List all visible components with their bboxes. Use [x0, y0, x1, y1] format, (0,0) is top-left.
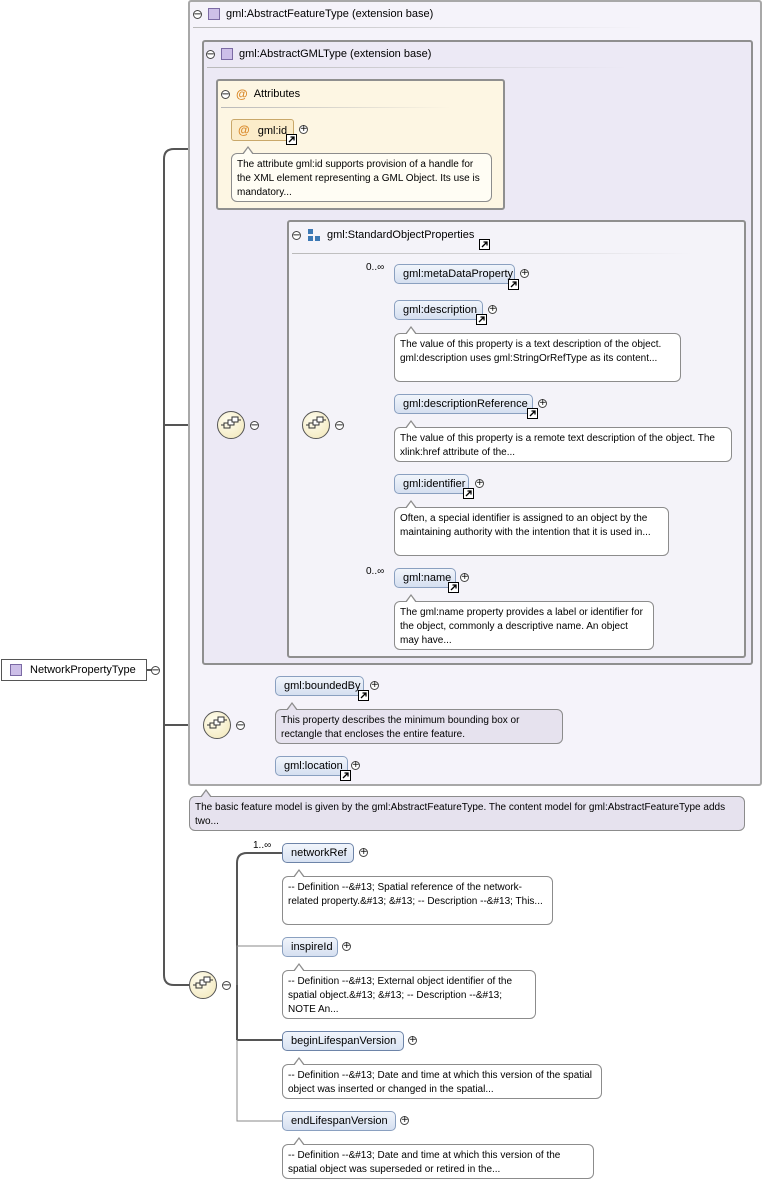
- sequence-collapse-icon[interactable]: −: [335, 420, 344, 431]
- identifier-element[interactable]: gml:identifier: [394, 474, 469, 494]
- feature-collapse-icon[interactable]: −: [193, 8, 202, 20]
- description-element[interactable]: gml:description: [394, 300, 483, 320]
- reference-arrow-icon[interactable]: [508, 279, 519, 290]
- attribute-icon: @: [238, 123, 250, 137]
- standard-object-properties-header: − gml:StandardObjectProperties: [292, 228, 474, 242]
- begin-lifespan-version-element[interactable]: beginLifespanVersion: [282, 1031, 404, 1051]
- abstract-feature-header: − gml:AbstractFeatureType (extension bas…: [193, 8, 433, 20]
- root-collapse-icon[interactable]: −: [151, 665, 160, 676]
- std-panel-title: gml:StandardObjectProperties: [327, 229, 475, 241]
- expand-icon[interactable]: +: [370, 680, 379, 690]
- name-element[interactable]: gml:name: [394, 568, 456, 588]
- group-icon: [308, 229, 320, 241]
- sequence-compositor-icon[interactable]: [203, 711, 231, 739]
- begin-lifespan-version-documentation: -- Definition --&#13; Date and time at w…: [282, 1057, 602, 1099]
- gml-id-label: gml:id: [257, 125, 288, 137]
- cardinality-label: 0..∞: [366, 566, 385, 577]
- expand-icon[interactable]: +: [359, 847, 368, 857]
- reference-arrow-icon[interactable]: [527, 408, 538, 419]
- reference-arrow-icon[interactable]: [286, 134, 297, 145]
- expand-icon[interactable]: +: [460, 572, 469, 582]
- gml-header-divider: [207, 67, 627, 68]
- gml-collapse-icon[interactable]: −: [206, 48, 215, 60]
- std-collapse-icon[interactable]: −: [292, 229, 301, 241]
- feature-panel-title: gml:AbstractFeatureType (extension base): [226, 8, 434, 20]
- expand-icon[interactable]: +: [408, 1035, 417, 1045]
- identifier-documentation: Often, a special identifier is assigned …: [394, 500, 669, 556]
- bounded-by-element[interactable]: gml:boundedBy: [275, 676, 364, 696]
- gml-type-icon: [221, 48, 233, 60]
- root-element-box[interactable]: NetworkPropertyType: [1, 659, 147, 681]
- attribute-group-icon: @: [236, 87, 248, 101]
- sequence-collapse-icon[interactable]: −: [236, 720, 245, 731]
- feature-type-icon: [208, 8, 220, 20]
- bounded-by-documentation: This property describes the minimum boun…: [275, 702, 563, 744]
- abstract-feature-documentation: The basic feature model is given by the …: [189, 789, 745, 831]
- cardinality-label: 0..∞: [366, 262, 385, 273]
- expand-icon[interactable]: +: [475, 478, 484, 488]
- reference-arrow-icon[interactable]: [358, 690, 369, 701]
- expand-icon[interactable]: +: [400, 1115, 409, 1125]
- reference-arrow-icon[interactable]: [340, 770, 351, 781]
- name-documentation: The gml:name property provides a label o…: [394, 594, 654, 650]
- attributes-header-divider: [221, 107, 451, 108]
- complex-type-icon: [10, 664, 22, 676]
- expand-icon[interactable]: +: [342, 941, 351, 951]
- gml-panel-title: gml:AbstractGMLType (extension base): [239, 48, 432, 60]
- end-lifespan-version-documentation: -- Definition --&#13; Date and time at w…: [282, 1137, 594, 1179]
- network-ref-documentation: -- Definition --&#13; Spatial reference …: [282, 869, 553, 925]
- sequence-compositor-icon[interactable]: [189, 971, 217, 999]
- root-element-label: NetworkPropertyType: [30, 664, 136, 676]
- expand-icon[interactable]: +: [538, 398, 547, 408]
- end-lifespan-version-element[interactable]: endLifespanVersion: [282, 1111, 396, 1131]
- expand-icon[interactable]: +: [520, 268, 529, 278]
- expand-icon[interactable]: +: [299, 124, 308, 134]
- sequence-collapse-icon[interactable]: −: [250, 420, 259, 431]
- expand-icon[interactable]: +: [351, 760, 360, 770]
- sequence-compositor-icon[interactable]: [302, 411, 330, 439]
- feature-header-divider: [193, 27, 643, 28]
- reference-arrow-icon[interactable]: [448, 582, 459, 593]
- inspire-id-element[interactable]: inspireId: [282, 937, 338, 957]
- reference-arrow-icon[interactable]: [463, 488, 474, 499]
- reference-arrow-icon[interactable]: [479, 239, 490, 250]
- description-documentation: The value of this property is a text des…: [394, 326, 681, 382]
- description-reference-documentation: The value of this property is a remote t…: [394, 420, 732, 462]
- gml-id-documentation: The attribute gml:id supports provision …: [231, 146, 492, 202]
- reference-arrow-icon[interactable]: [476, 314, 487, 325]
- expand-icon[interactable]: +: [488, 304, 497, 314]
- attributes-panel-title: Attributes: [253, 88, 301, 100]
- location-element[interactable]: gml:location: [275, 756, 348, 776]
- metadata-property-element[interactable]: gml:metaDataProperty: [394, 264, 515, 284]
- abstract-gml-header: − gml:AbstractGMLType (extension base): [206, 48, 431, 60]
- inspire-id-documentation: -- Definition --&#13; External object id…: [282, 963, 536, 1019]
- network-ref-element[interactable]: networkRef: [282, 843, 354, 863]
- gml-id-attribute[interactable]: @ gml:id: [231, 119, 294, 141]
- attributes-collapse-icon[interactable]: −: [221, 88, 230, 100]
- description-reference-element[interactable]: gml:descriptionReference: [394, 394, 533, 414]
- sequence-compositor-icon[interactable]: [217, 411, 245, 439]
- sequence-collapse-icon[interactable]: −: [222, 980, 231, 991]
- attributes-header: − @ Attributes: [221, 87, 300, 101]
- cardinality-label: 1..∞: [253, 840, 272, 851]
- std-header-divider: [292, 253, 692, 254]
